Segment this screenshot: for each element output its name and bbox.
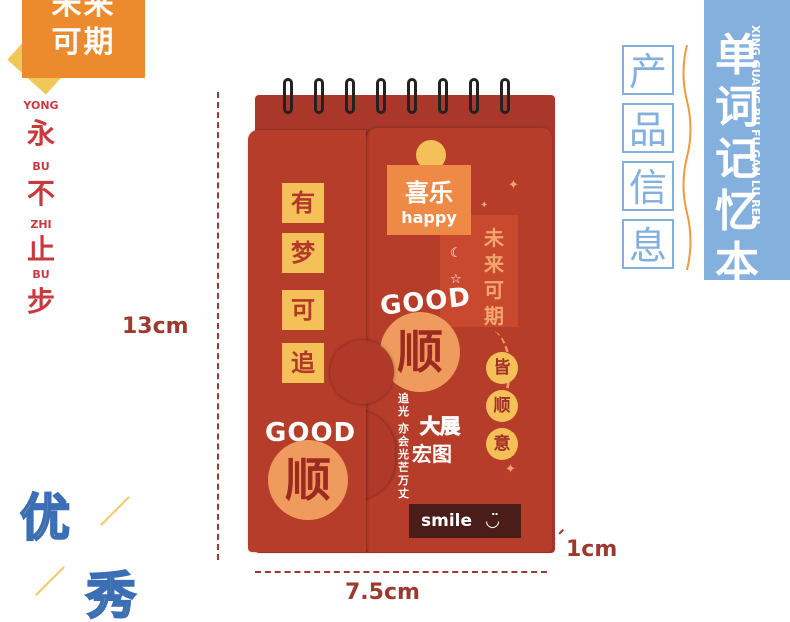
flap-tab[interactable]	[330, 340, 394, 404]
width-dimension-line	[255, 571, 547, 573]
slogan-char: 不	[26, 177, 55, 210]
height-dimension-line	[217, 92, 219, 560]
blessing-dot: 皆	[486, 352, 518, 384]
spiral-coil	[469, 78, 479, 114]
dream-square: 可	[282, 290, 324, 330]
product-title: 单词记忆本	[715, 30, 759, 289]
dream-square: 追	[282, 343, 324, 383]
excellent-char-1: 优	[19, 488, 71, 548]
thickness-label: 1cm	[566, 537, 618, 562]
vertical-slogan-bottom: 亦会光芒万丈	[398, 422, 409, 500]
spiral-coil	[407, 78, 417, 114]
spiral-coil	[314, 78, 324, 114]
decor-line	[35, 566, 65, 596]
spiral-coil	[345, 78, 355, 114]
grand-line1: 大展	[420, 414, 461, 439]
future-char: 可	[484, 278, 504, 302]
spiral-coil	[438, 78, 448, 114]
slogan-pinyin: BU	[32, 160, 50, 173]
product-pinyin: XING GUANG BU FU GAN LU REN	[749, 25, 762, 225]
moon-icon: ☾	[450, 246, 462, 261]
vertical-slogan-top: 追光	[398, 392, 409, 418]
wavy-line	[682, 45, 692, 270]
future-char: 来	[484, 252, 504, 276]
height-label: 13cm	[122, 314, 189, 339]
excellent-char-2: 秀	[85, 566, 137, 622]
smile-label: smile ◡̈	[409, 504, 521, 538]
spiral-coil	[376, 78, 386, 114]
info-label-char: 息	[622, 219, 674, 269]
blessing-dot: 顺	[486, 390, 518, 422]
product-title-box: 单词记忆本 XING GUANG BU FU GAN LU REN	[704, 0, 790, 289]
smile-face-icon: ◡̈	[486, 511, 500, 531]
left-banner: 未来 可期	[22, 0, 145, 78]
slogan-pinyin: ZHI	[30, 218, 52, 231]
future-char: 未	[484, 226, 504, 250]
left-banner-line2: 可期	[51, 25, 116, 60]
sparkle-icon: ✦	[508, 178, 519, 193]
dream-square: 有	[282, 183, 324, 223]
smooth-circle: 顺	[268, 440, 348, 520]
joy-box: 喜乐 happy	[387, 165, 471, 235]
slogan-pinyin: BU	[32, 268, 50, 281]
grand-line2: 宏图	[412, 442, 452, 466]
spiral-coil	[283, 78, 293, 114]
info-label-char: 品	[622, 103, 674, 153]
sparkle-icon: ✦	[480, 200, 489, 211]
decor-line	[100, 496, 130, 526]
sparkle-icon: ✦	[505, 462, 516, 477]
joy-subtitle: happy	[401, 208, 457, 227]
blessing-dot: 意	[486, 428, 518, 460]
smile-text: smile	[421, 511, 473, 531]
dream-square: 梦	[282, 233, 324, 273]
spiral-coil	[500, 78, 510, 114]
slogan-char: 永	[26, 117, 55, 150]
smooth-circle: 顺	[380, 312, 460, 392]
slogan-char: 止	[26, 233, 55, 266]
slogan-pinyin: YONG	[23, 99, 59, 112]
joy-title: 喜乐	[405, 179, 453, 207]
info-label-char: 信	[622, 161, 674, 211]
future-char: 期	[484, 304, 504, 328]
slogan-char: 步	[26, 285, 55, 318]
info-label-char: 产	[622, 45, 674, 95]
left-banner-line1: 未来	[51, 0, 116, 22]
width-label: 7.5cm	[345, 580, 420, 605]
star-icon: ☆	[450, 272, 462, 287]
